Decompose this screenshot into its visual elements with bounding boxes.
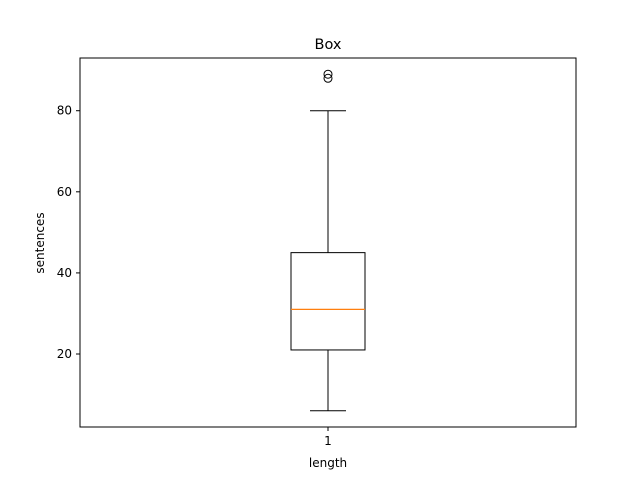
x-tick-label: 1: [324, 434, 332, 448]
y-tick-label: 80: [57, 104, 72, 118]
y-tick-label: 40: [57, 266, 72, 280]
outlier-point: [323, 73, 333, 83]
x-axis-label: length: [309, 456, 347, 470]
y-tick-label: 60: [57, 185, 72, 199]
outlier-point: [323, 69, 333, 79]
chart-title: Box: [315, 37, 342, 53]
y-axis-label: sentences: [33, 212, 47, 273]
plot-area: 20 40 60 80 1: [57, 57, 577, 448]
y-tick-label: 20: [57, 347, 72, 361]
iqr-box: [290, 252, 366, 351]
